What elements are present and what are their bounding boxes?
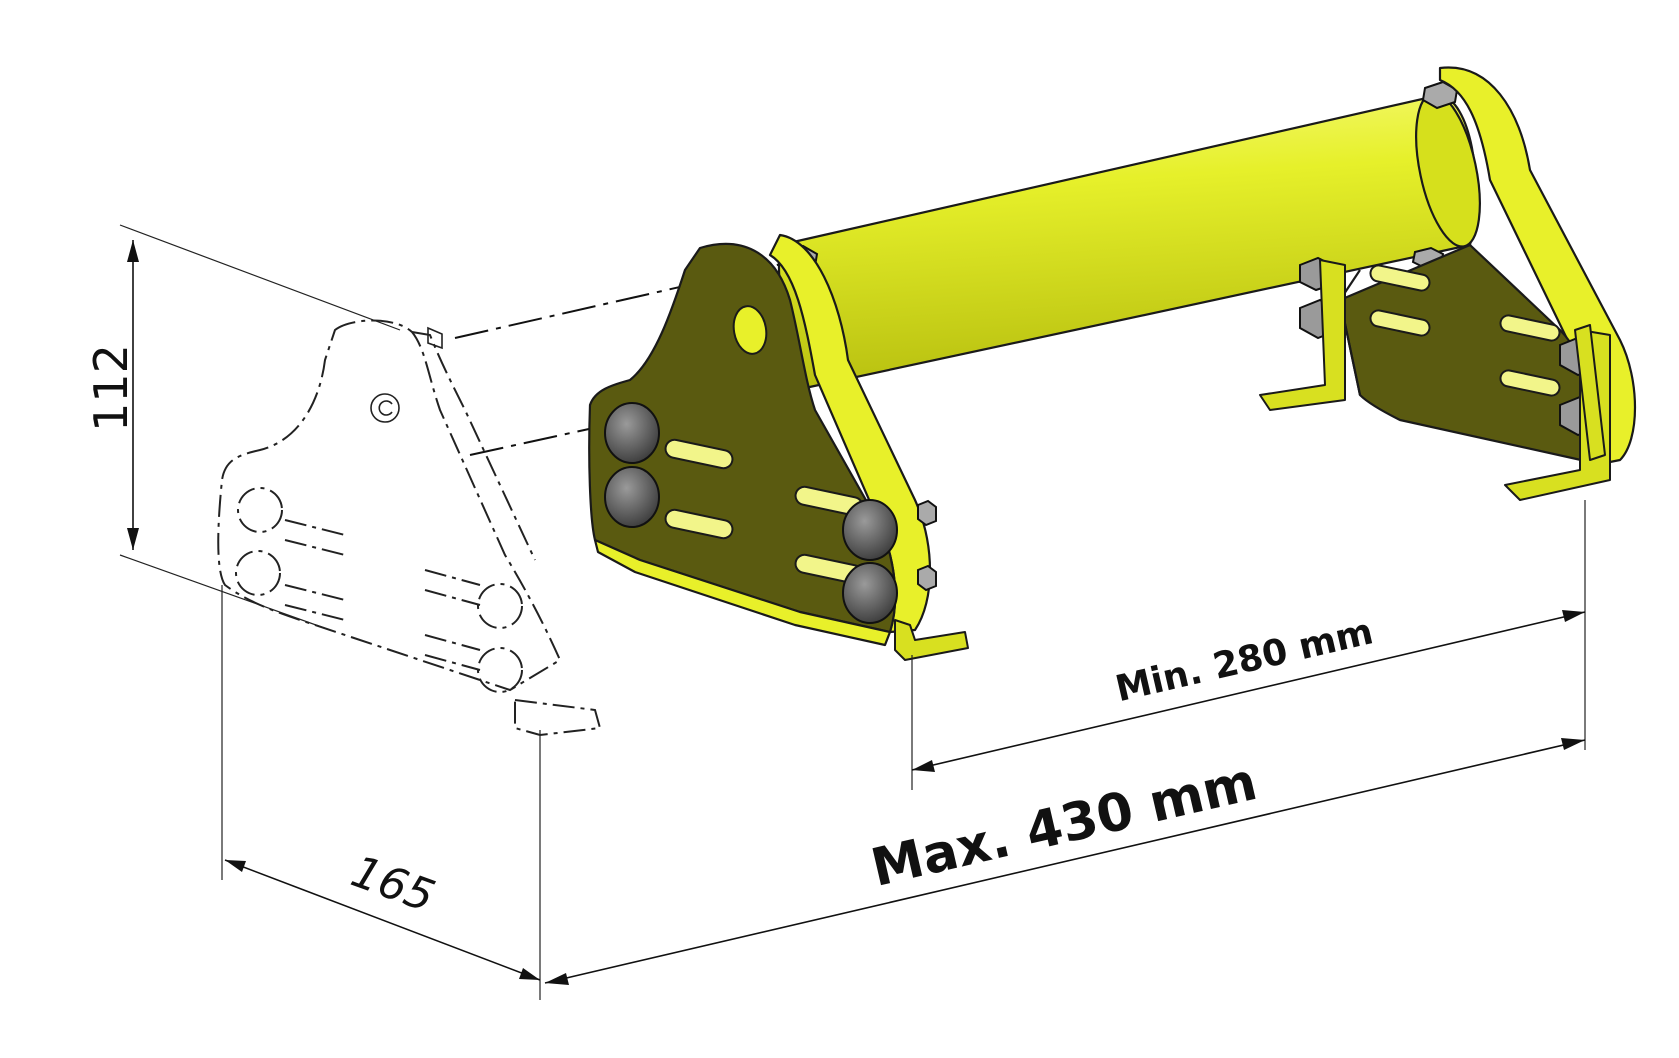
bolt-icon (917, 564, 937, 592)
ghost-plate (217, 319, 602, 737)
ghost-knob (477, 583, 523, 629)
front-foot (894, 619, 969, 661)
rear-plate (1259, 66, 1637, 501)
ghost-knob (235, 550, 281, 596)
pivot-hole (732, 305, 768, 355)
dimension-min-width: Min. 280 mm (911, 500, 1586, 790)
height-label: 112 (84, 344, 138, 432)
ghost-foot (514, 698, 602, 737)
ghost-hole (370, 393, 400, 423)
knob-icon (604, 402, 660, 464)
bolt-icon (917, 499, 937, 527)
knob-icon (842, 499, 898, 561)
min-width-label: Min. 280 mm (1112, 611, 1377, 710)
knob-icon (842, 562, 898, 624)
ghost-knob (237, 487, 283, 533)
dimension-max-width: Max. 430 mm (544, 738, 1586, 985)
front-plate (588, 233, 969, 661)
ghost-knob (477, 647, 523, 693)
dimension-height: 112 (84, 224, 401, 631)
max-width-label: Max. 430 mm (866, 752, 1263, 899)
tube (777, 80, 1481, 390)
knob-icon (604, 466, 660, 528)
rear-bracket-side (1574, 324, 1606, 461)
rear-bracket (1259, 259, 1346, 411)
